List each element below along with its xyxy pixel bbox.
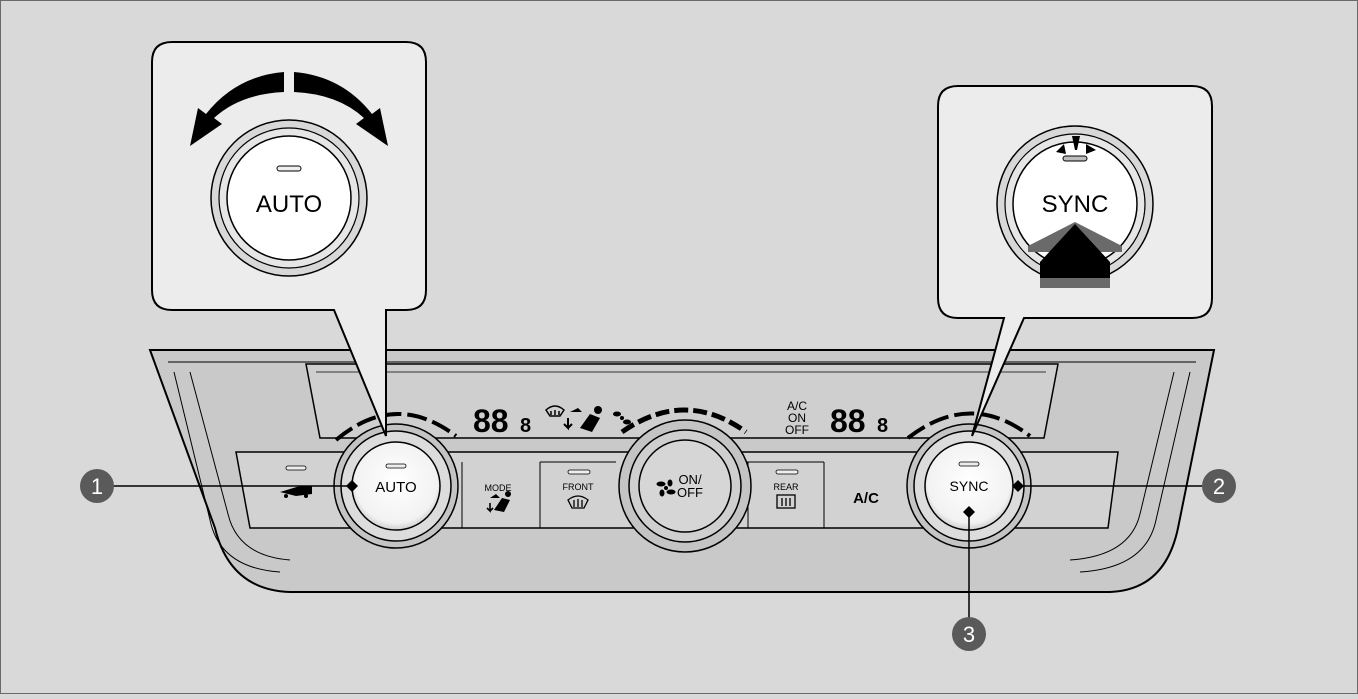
- marker-2: 2: [1012, 469, 1236, 503]
- left-temperature-knob[interactable]: AUTO: [333, 423, 459, 549]
- mode-button-label: MODE: [485, 483, 512, 493]
- windshield-icon: [545, 405, 565, 417]
- seat-airflow-icon: [563, 406, 602, 432]
- rotate-arrows-icon: [190, 72, 388, 146]
- fan-button-icon: [656, 479, 676, 497]
- indicator-glow-icon: [1056, 136, 1096, 154]
- marker-1-label: 1: [91, 474, 103, 499]
- fan-speed-arc: [620, 407, 748, 435]
- press-arrow-icon: [1028, 222, 1122, 288]
- auto-callout: AUTO: [151, 41, 427, 437]
- temp-arc-right: [906, 411, 1032, 440]
- ac-button[interactable]: A/C: [853, 490, 879, 507]
- display-content: 88 8 88 8 A/C ON OFF: [473, 399, 888, 439]
- on-off-label-line2: OFF: [677, 485, 703, 500]
- sync-callout-label: SYNC: [1042, 191, 1109, 218]
- recirculation-button[interactable]: [280, 465, 312, 498]
- auto-button-label: AUTO: [375, 479, 416, 496]
- front-defrost-icon: [567, 495, 589, 509]
- front-defrost-label: FRONT: [563, 482, 594, 492]
- marker-1: 1: [80, 469, 358, 503]
- fan-speed-knob[interactable]: ON/ OFF: [618, 419, 752, 553]
- ac-status-line-3: OFF: [785, 423, 809, 437]
- marker-3: 3: [952, 506, 986, 651]
- mode-button[interactable]: MODE: [485, 483, 512, 513]
- marker-2-label: 2: [1213, 474, 1225, 499]
- right-temp-decimal: 8: [877, 415, 888, 437]
- ac-status-line-2: ON: [788, 411, 806, 425]
- rear-defrost-button[interactable]: REAR: [773, 469, 799, 509]
- sync-callout: SYNC: [937, 85, 1213, 437]
- ac-status-line-1: A/C: [787, 399, 807, 413]
- auto-callout-label: AUTO: [256, 191, 322, 218]
- rear-defrost-label: REAR: [773, 482, 799, 492]
- recirculation-icon: [280, 486, 312, 498]
- fan-icon: [613, 411, 631, 425]
- auto-indicator-light: [385, 463, 407, 469]
- marker-3-label: 3: [963, 622, 975, 647]
- temp-arc-left: [334, 412, 458, 442]
- sync-indicator-light: [958, 461, 980, 467]
- on-off-label-line1: ON/: [678, 472, 702, 487]
- left-temp-readout: 88: [473, 403, 509, 439]
- front-defrost-button[interactable]: FRONT: [563, 469, 594, 509]
- display-window: [305, 363, 1059, 439]
- left-temp-decimal: 8: [520, 415, 531, 437]
- sync-button-label: SYNC: [950, 478, 989, 494]
- rear-defrost-icon: [776, 494, 796, 509]
- airflow-mode-icon: [486, 491, 511, 513]
- right-temp-readout: 88: [830, 403, 866, 439]
- ac-button-label: A/C: [853, 490, 879, 507]
